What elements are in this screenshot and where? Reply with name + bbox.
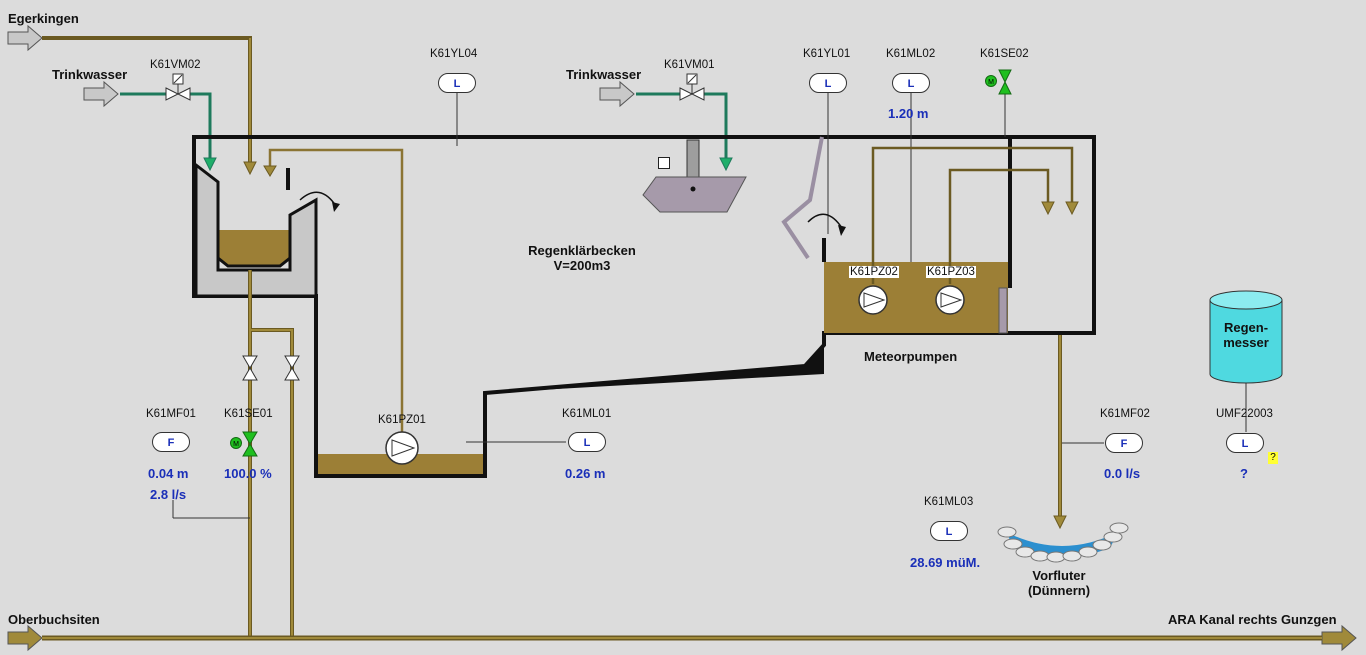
pipe-return-pz01 bbox=[268, 148, 404, 432]
label-meteorpumpen: Meteorpumpen bbox=[864, 349, 958, 364]
tag-k61ml02: K61ML02 bbox=[886, 48, 936, 60]
vorfluter-line1: Vorfluter bbox=[1032, 568, 1086, 583]
tag-k61se01: K61SE01 bbox=[224, 408, 273, 420]
overflow-arrow-2 bbox=[807, 213, 843, 229]
pipe-trinkwasser-1 bbox=[120, 92, 212, 160]
value-umf22003: ? bbox=[1240, 466, 1248, 481]
pump-k61pz01[interactable] bbox=[385, 431, 419, 465]
valve-manual-1[interactable] bbox=[242, 355, 258, 381]
value-k61se01: 100.0 % bbox=[224, 466, 272, 481]
tag-k61pz02: K61PZ02 bbox=[849, 266, 899, 278]
label-trinkwasser-1: Trinkwasser bbox=[52, 67, 128, 82]
label-rain-gauge: Regen- messer bbox=[1210, 320, 1282, 350]
label-egerkingen: Egerkingen bbox=[8, 11, 79, 26]
value-k61ml03: 28.69 müM. bbox=[910, 555, 981, 570]
label-ara-kanal: ARA Kanal rechts Gunzgen bbox=[1168, 612, 1337, 627]
valve-k61se02[interactable]: M bbox=[985, 69, 1012, 137]
baffle-wall bbox=[781, 136, 824, 260]
instrument-k61mf02[interactable]: F bbox=[1105, 433, 1143, 453]
valve-k61vm02[interactable] bbox=[165, 73, 191, 101]
valve-k61se01[interactable]: M bbox=[230, 431, 258, 457]
overflow-arrow-1 bbox=[299, 191, 337, 207]
tag-k61se02: K61SE02 bbox=[980, 48, 1029, 60]
instrument-umf22003[interactable]: L bbox=[1226, 433, 1264, 453]
outlet-arrow-ara-kanal bbox=[1321, 624, 1357, 652]
label-oberbuchsiten: Oberbuchsiten bbox=[8, 612, 100, 627]
value-k61ml02: 1.20 m bbox=[888, 106, 929, 121]
tag-k61yl01: K61YL01 bbox=[803, 48, 851, 60]
svg-text:M: M bbox=[233, 441, 239, 448]
basin-slope bbox=[485, 345, 824, 393]
rain-gauge-line1: Regen- bbox=[1223, 320, 1269, 335]
instrument-k61ml02[interactable]: L bbox=[892, 73, 930, 93]
label-trinkwasser-2: Trinkwasser bbox=[566, 67, 642, 82]
gate-status-icon[interactable] bbox=[658, 157, 670, 169]
tag-k61pz01: K61PZ01 bbox=[378, 414, 426, 426]
tag-k61ml03: K61ML03 bbox=[924, 496, 974, 508]
rain-gauge-line2: messer bbox=[1223, 335, 1269, 350]
value-k61mf02: 0.0 l/s bbox=[1104, 466, 1141, 481]
instrument-k61ml01[interactable]: L bbox=[568, 432, 606, 452]
basin-title-line1: Regenklärbecken bbox=[528, 243, 636, 258]
rain-gauge[interactable] bbox=[1209, 290, 1283, 384]
inlet-arrow-trinkwasser-2 bbox=[599, 80, 635, 108]
river-vorfluter bbox=[997, 522, 1129, 563]
label-vorfluter: Vorfluter (Dünnern) bbox=[1010, 568, 1108, 598]
value-k61ml01: 0.26 m bbox=[565, 466, 606, 481]
quality-flag-icon: ? bbox=[1268, 452, 1278, 464]
valve-manual-2[interactable] bbox=[284, 355, 300, 381]
basin-title-line2: V=200m3 bbox=[553, 258, 611, 273]
pipe-meteorpumpen bbox=[871, 146, 1074, 284]
tag-k61mf01: K61MF01 bbox=[146, 408, 196, 420]
mixer-gate[interactable] bbox=[642, 139, 747, 213]
valve-k61vm01[interactable] bbox=[679, 73, 705, 101]
vorfluter-line2: (Dünnern) bbox=[1027, 583, 1091, 598]
tag-k61vm02: K61VM02 bbox=[150, 59, 201, 71]
tag-k61yl04: K61YL04 bbox=[430, 48, 478, 60]
value-k61mf01-level: 0.04 m bbox=[148, 466, 189, 481]
tag-umf22003: UMF22003 bbox=[1216, 408, 1273, 420]
svg-text:M: M bbox=[988, 79, 994, 86]
pipe-trinkwasser-2 bbox=[636, 92, 728, 160]
inlet-structure bbox=[194, 161, 318, 298]
instrument-k61yl04[interactable]: L bbox=[438, 73, 476, 93]
pipe-egerkingen bbox=[42, 36, 252, 170]
instrument-k61yl01[interactable]: L bbox=[809, 73, 847, 93]
inlet-arrow-trinkwasser-1 bbox=[83, 80, 119, 108]
tag-k61vm01: K61VM01 bbox=[664, 59, 715, 71]
tag-k61pz03: K61PZ03 bbox=[926, 266, 976, 278]
pump-k61pz02[interactable] bbox=[858, 285, 888, 315]
inlet-arrow-oberbuchsiten bbox=[7, 624, 43, 652]
basin-title: Regenklärbecken V=200m3 bbox=[512, 243, 652, 273]
pump-k61pz03[interactable] bbox=[935, 285, 965, 315]
inlet-arrow-egerkingen bbox=[7, 24, 43, 52]
pipe-bypass bbox=[248, 270, 294, 636]
instrument-k61mf01[interactable]: F bbox=[152, 432, 190, 452]
value-k61mf01-flow: 2.8 l/s bbox=[150, 487, 187, 502]
tag-k61ml01: K61ML01 bbox=[562, 408, 612, 420]
instrument-k61ml03[interactable]: L bbox=[930, 521, 968, 541]
tag-k61mf02: K61MF02 bbox=[1100, 408, 1150, 420]
